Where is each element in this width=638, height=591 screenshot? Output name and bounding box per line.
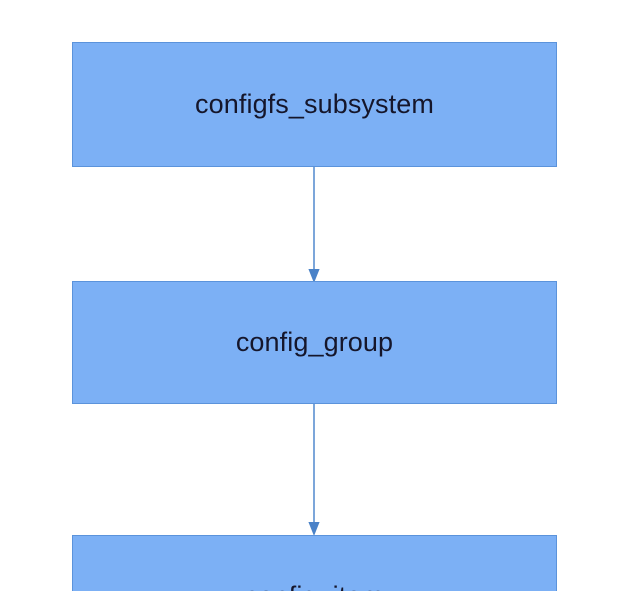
node-config-item[interactable]: config_item (72, 535, 557, 591)
node-config-group[interactable]: config_group (72, 281, 557, 404)
connector-config-group-to-config-item (308, 402, 320, 536)
down-arrowhead-icon (308, 269, 320, 283)
connector-configfs-subsystem-to-config-group (308, 165, 320, 283)
down-arrowhead-icon (308, 522, 320, 536)
node-label: configfs_subsystem (195, 89, 434, 119)
node-label: config_group (235, 327, 394, 357)
node-configfs-subsystem[interactable]: configfs_subsystem (72, 42, 557, 167)
node-label: config_item (245, 583, 384, 591)
